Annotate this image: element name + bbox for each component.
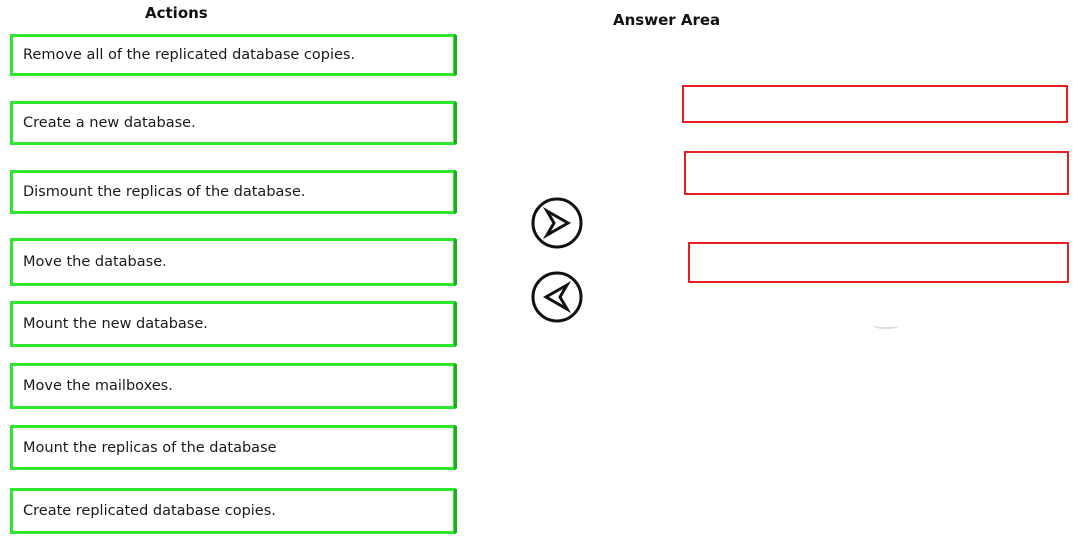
action-item-move-mailboxes[interactable]: Move the mailboxes. [10,363,457,409]
chevron-left-circle-icon [531,271,583,323]
action-item-mount-new-database[interactable]: Mount the new database. [10,301,457,347]
answer-slot-1[interactable] [682,85,1068,123]
action-item-remove-replicated-copies[interactable]: Remove all of the replicated database co… [10,34,457,76]
answer-slot-3[interactable] [688,242,1069,283]
action-item-label: Dismount the replicas of the database. [23,184,306,200]
decorative-mark [872,321,900,329]
action-item-label: Remove all of the replicated database co… [23,47,356,63]
action-item-label: Create a new database. [23,115,196,131]
action-item-label: Move the database. [23,254,167,270]
answer-area-heading: Answer Area [613,11,721,29]
action-item-label: Mount the replicas of the database [23,439,277,456]
action-item-label: Move the mailboxes. [23,378,173,394]
action-item-mount-replicas[interactable]: Mount the replicas of the database [10,425,457,470]
move-left-button[interactable] [530,270,584,324]
move-right-button[interactable] [530,196,584,250]
answer-slot-2[interactable] [684,151,1069,195]
action-item-label: Mount the new database. [23,316,208,332]
action-item-create-new-database[interactable]: Create a new database. [10,101,457,145]
action-item-label: Create replicated database copies. [23,503,276,519]
action-item-dismount-replicas[interactable]: Dismount the replicas of the database. [10,170,457,214]
actions-heading: Actions [145,4,208,22]
chevron-right-circle-icon [531,197,583,249]
action-item-create-replicated-copies[interactable]: Create replicated database copies. [10,488,457,534]
action-item-move-database[interactable]: Move the database. [10,238,457,286]
